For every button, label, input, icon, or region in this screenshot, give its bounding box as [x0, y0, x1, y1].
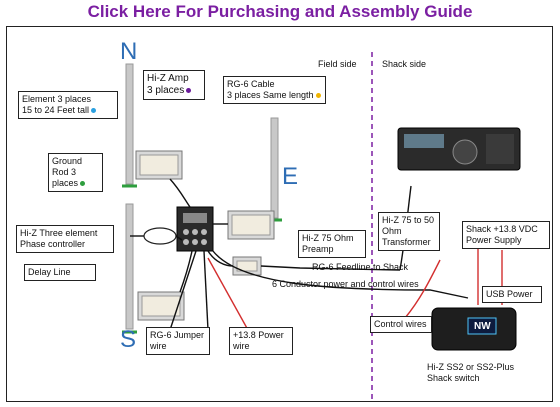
green-dot — [80, 181, 86, 187]
rg6-jumper-callout: RG-6 Jumper wire — [146, 327, 210, 355]
rg6-cable-callout: RG-6 Cable 3 places Same length — [223, 76, 326, 104]
field-side-label: Field side — [318, 59, 357, 69]
usb-power-callout: USB Power — [482, 286, 542, 303]
south-element — [125, 203, 134, 330]
power-supply-callout: Shack +13.8 VDC Power Supply — [462, 221, 550, 249]
amp-south — [137, 291, 185, 321]
shack-switch-label: Hi-Z SS2 or SS2-Plus Shack switch — [424, 360, 524, 386]
shack-side-label: Shack side — [382, 59, 427, 69]
preamp-callout: Hi-Z 75 Ohm Preamp — [298, 230, 366, 258]
shack-switch — [431, 307, 517, 351]
phase-controller-box — [176, 206, 214, 252]
ground-rod-callout: Ground Rod 3 places — [48, 153, 103, 192]
power-wire-callout: +13.8 Power wire — [229, 327, 293, 355]
east-element — [270, 117, 279, 219]
north-element — [125, 63, 134, 185]
compass-north: N — [120, 38, 138, 65]
feedline-label: RG-6 Feedline to Shack — [312, 262, 409, 272]
delay-line-loop — [143, 227, 177, 245]
compass-south: S — [120, 326, 137, 353]
yellow-dot — [315, 93, 321, 99]
delay-line-callout: Delay Line — [24, 264, 96, 281]
radio-transceiver — [397, 127, 521, 171]
coax-runs — [130, 178, 469, 331]
control-run-label: 6 Conductor power and control wires — [272, 279, 419, 289]
element-callout: Element 3 places 15 to 24 Feet tall — [18, 91, 118, 119]
compass-east: E — [282, 163, 299, 190]
amp-north — [135, 150, 183, 180]
blue-dot — [91, 108, 97, 114]
phase-controller-callout: Hi-Z Three element Phase controller — [16, 225, 114, 253]
switch-display-text: NW — [474, 321, 491, 332]
purchase-guide-link[interactable]: Click Here For Purchasing and Assembly G… — [87, 2, 473, 21]
transformer-callout: Hi-Z 75 to 50 Ohm Transformer — [378, 212, 440, 251]
hiz-amp-callout: Hi-Z Amp 3 places — [143, 70, 205, 100]
control-wires-callout: Control wires — [370, 316, 432, 333]
purple-dot — [186, 87, 192, 93]
diagram-frame — [6, 26, 553, 402]
amp-east — [227, 210, 275, 240]
